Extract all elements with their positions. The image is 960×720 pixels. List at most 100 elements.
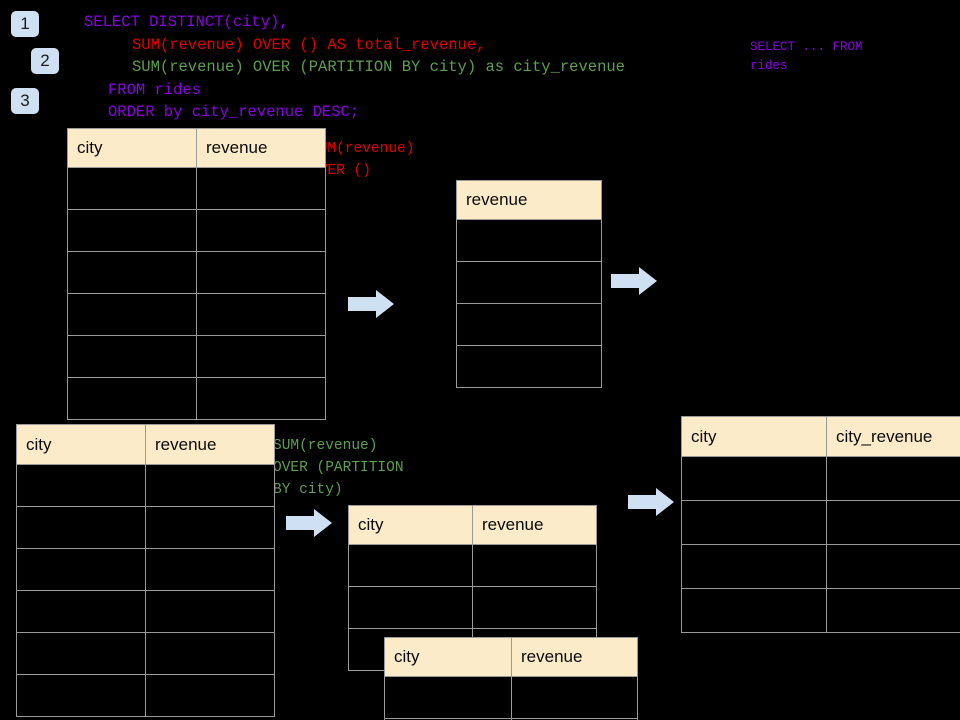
- sql-line-select: SELECT DISTINCT(city),: [84, 13, 289, 31]
- table-header-row: revenue: [456, 180, 602, 220]
- table-cell: [16, 548, 146, 591]
- table-cell: [16, 464, 146, 507]
- table-cell: [145, 464, 275, 507]
- table-row: [348, 544, 597, 587]
- arrow-source-to-partition-icon: [286, 509, 332, 537]
- table-cell: [826, 456, 960, 501]
- table-header-row: city revenue: [384, 637, 638, 677]
- table-cell: [511, 718, 638, 720]
- table-row: [456, 261, 602, 304]
- table-cell: [196, 209, 326, 252]
- table-cell: [67, 167, 197, 210]
- table-row: [67, 209, 326, 252]
- column-header-city: city: [348, 505, 473, 545]
- table-cell: [67, 335, 197, 378]
- arrow-partition-to-result-icon: [628, 488, 674, 516]
- annotation-sum-over-partition: SUM(revenue) OVER (PARTITION BY city): [273, 438, 404, 498]
- table-row: [681, 544, 960, 589]
- column-header-revenue: revenue: [196, 128, 326, 168]
- table-row: [681, 588, 960, 633]
- table-row: [681, 500, 960, 545]
- sql-line-from: FROM rides: [108, 81, 202, 99]
- table-cell: [348, 544, 473, 587]
- table-cell: [456, 303, 602, 346]
- table-cell: [348, 586, 473, 629]
- table-cell: [196, 377, 326, 420]
- column-header-city: city: [681, 416, 827, 457]
- column-header-revenue: revenue: [472, 505, 597, 545]
- sql-line-city-revenue: SUM(revenue) OVER (PARTITION BY city) as…: [132, 58, 625, 76]
- table-header-row: city city_revenue: [681, 416, 960, 457]
- table-cell: [16, 590, 146, 633]
- table-cell: [826, 544, 960, 589]
- table-header-row: city revenue: [16, 424, 275, 465]
- table-cell: [196, 251, 326, 294]
- sql-line-total-revenue: SUM(revenue) OVER () AS total_revenue,: [132, 36, 486, 54]
- table-cell: [826, 500, 960, 545]
- table-cell: [456, 219, 602, 262]
- column-header-city: city: [384, 637, 512, 677]
- table-cell: [145, 506, 275, 549]
- table-cell: [681, 544, 827, 589]
- table-cell: [826, 588, 960, 633]
- column-header-city: city: [67, 128, 197, 168]
- table-cell: [145, 590, 275, 633]
- table-row: [67, 167, 326, 210]
- result-table: city city_revenue: [681, 416, 960, 633]
- table-row: [16, 464, 275, 507]
- table-row: [384, 676, 638, 719]
- table-cell: [145, 548, 275, 591]
- total-revenue-table: revenue: [456, 180, 602, 388]
- column-header-revenue: revenue: [456, 180, 602, 220]
- table-cell: [384, 676, 512, 719]
- table-cell: [472, 544, 597, 587]
- partition-table-front: city revenue: [384, 637, 638, 720]
- table-cell: [16, 674, 146, 717]
- table-row: [67, 251, 326, 294]
- table-row: [456, 345, 602, 388]
- step-badge-3: 3: [11, 88, 39, 114]
- table-row: [16, 506, 275, 549]
- step-badge-2: 2: [31, 48, 59, 74]
- table-cell: [681, 500, 827, 545]
- table-row: [348, 586, 597, 629]
- table-cell: [67, 377, 197, 420]
- table-row: [456, 303, 602, 346]
- table-row: [456, 219, 602, 262]
- table-row: [16, 548, 275, 591]
- table-cell: [145, 674, 275, 717]
- rides-source-table-lower: city revenue: [16, 424, 275, 717]
- table-cell: [16, 506, 146, 549]
- table-header-row: city revenue: [67, 128, 326, 168]
- table-header-row: city revenue: [348, 505, 597, 545]
- column-header-city-revenue: city_revenue: [826, 416, 960, 457]
- table-cell: [681, 456, 827, 501]
- table-row: [681, 456, 960, 501]
- step-badge-1: 1: [11, 11, 39, 37]
- table-cell: [196, 335, 326, 378]
- column-header-revenue: revenue: [511, 637, 638, 677]
- sql-line-order-by: ORDER by city_revenue DESC;: [108, 103, 360, 121]
- table-cell: [16, 632, 146, 675]
- partition-table-back: city revenue: [348, 505, 597, 671]
- table-row: [16, 590, 275, 633]
- table-cell: [196, 293, 326, 336]
- table-cell: [67, 293, 197, 336]
- table-row: [16, 632, 275, 675]
- rides-source-table: city revenue: [67, 128, 326, 420]
- table-row: [67, 377, 326, 420]
- arrow-total-to-result-icon: [611, 267, 657, 295]
- table-cell: [145, 632, 275, 675]
- table-row: [67, 335, 326, 378]
- table-row: [67, 293, 326, 336]
- column-header-city: city: [16, 424, 146, 465]
- side-note-select-from: SELECT ... FROM: [750, 40, 863, 54]
- column-header-revenue: revenue: [145, 424, 275, 465]
- arrow-source-to-total-icon: [348, 290, 394, 318]
- side-note-rides: rides: [750, 59, 788, 73]
- table-cell: [681, 588, 827, 633]
- table-cell: [456, 345, 602, 388]
- table-row: [384, 718, 638, 720]
- table-row: [16, 674, 275, 717]
